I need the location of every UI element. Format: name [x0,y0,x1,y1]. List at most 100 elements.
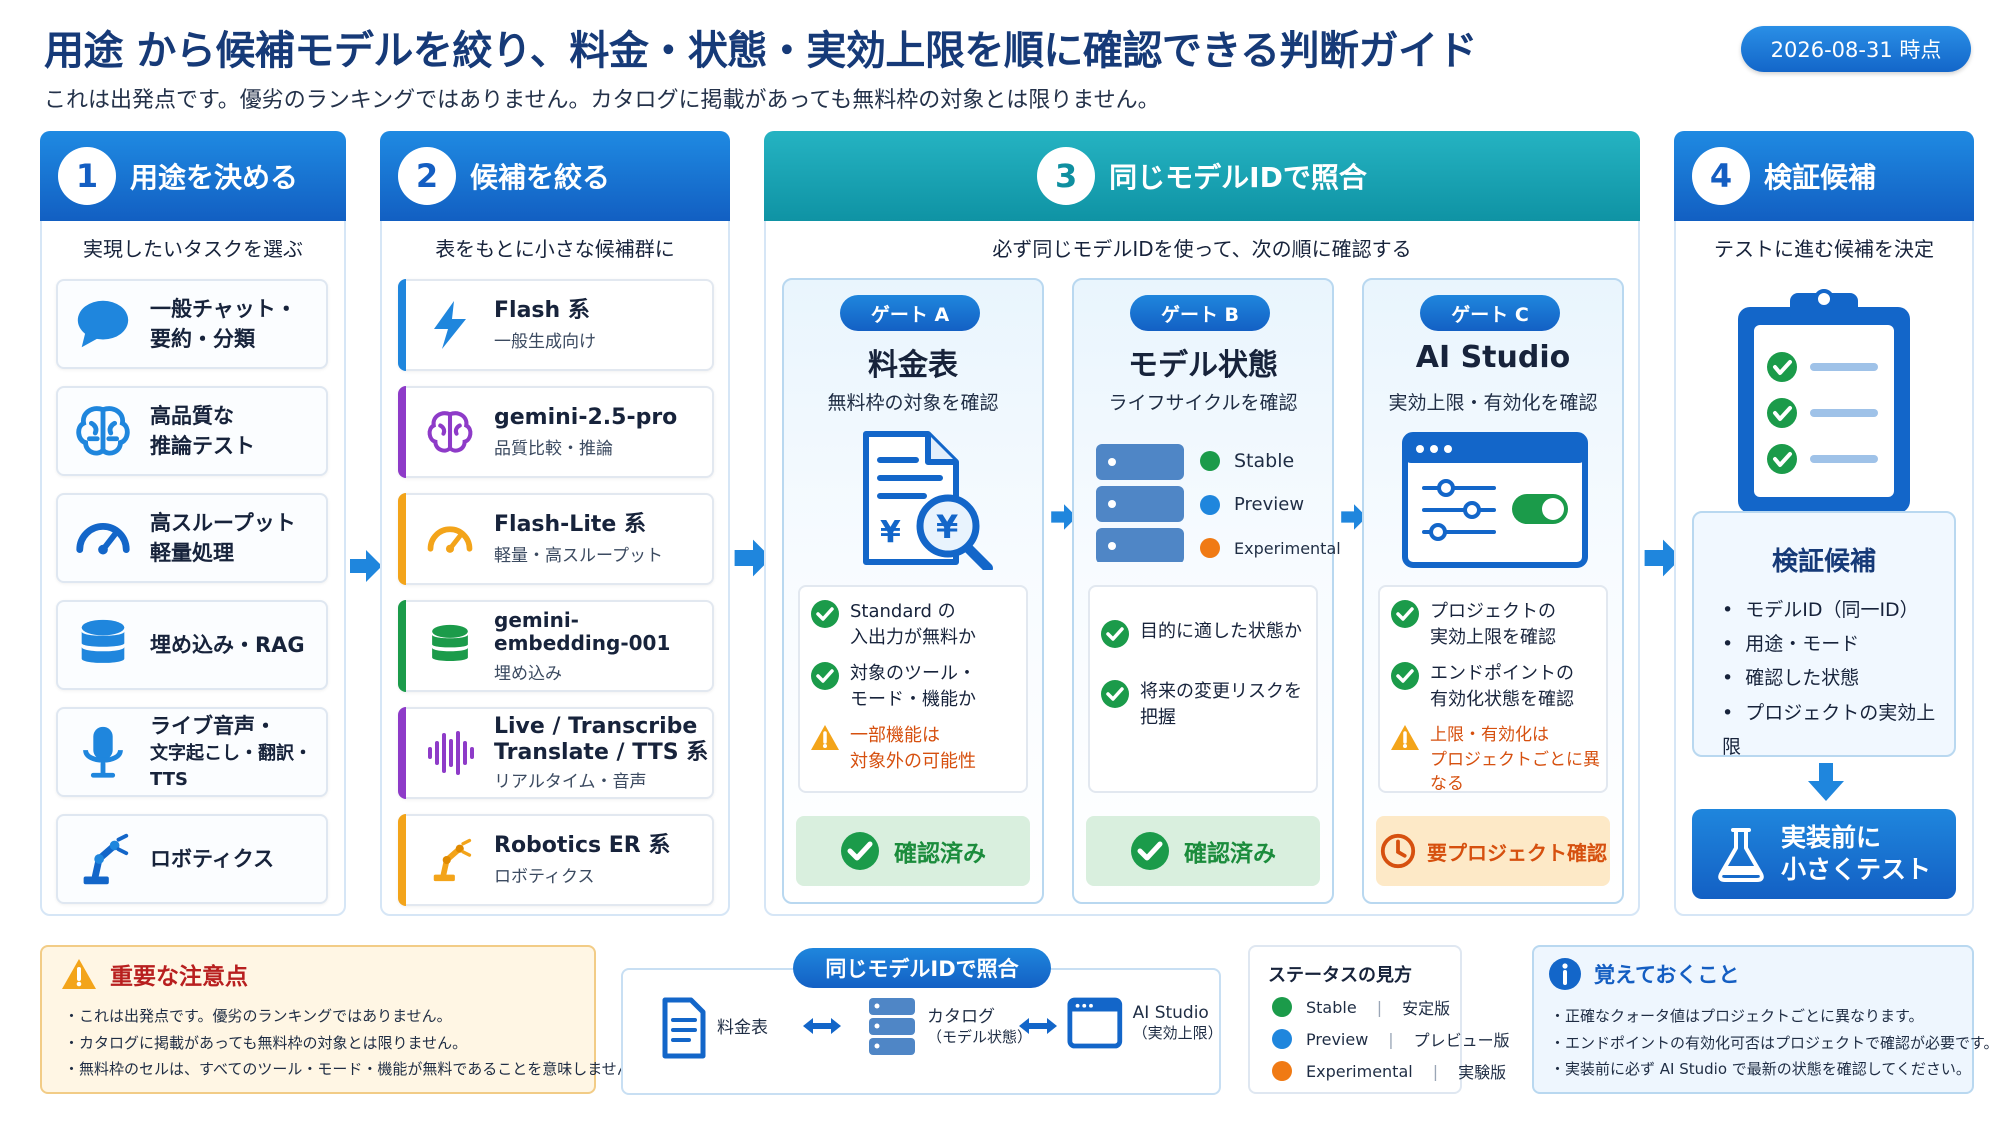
task-label-line2: 軽量処理 [150,541,234,565]
candidate-name-line2: Translate / TTS 系 [494,739,709,765]
gate-a-status-label: 確認済み [894,841,986,867]
verification-item: 確認した状態 [1722,661,1954,695]
verification-item: モデルID（同一ID） [1722,593,1954,627]
remember-list: 正確なクォータ値はプロジェクトごとに異なります。 エンドポイントの有効化可否はプ… [1550,1003,1999,1083]
state-row-stable: Stable [1200,450,1294,472]
candidate-card-flash[interactable]: Flash 系一般生成向け [398,279,714,371]
stable-dot [1200,451,1220,471]
step-3-panel: 3 同じモデルIDで照合 必ず同じモデルIDを使って、次の順に確認する ゲート … [764,131,1640,916]
status-en: Preview [1306,1029,1369,1049]
candidate-name: gemini-2.5-pro [494,404,678,430]
state-row-preview: Preview [1200,494,1304,515]
candidate-card-embedding[interactable]: gemini-embedding-001 埋め込み [398,600,714,692]
match-label: AI Studio [1132,1003,1209,1024]
verification-list: モデルID（同一ID） 用途・モード 確認した状態 プロジェクトの実効上限 [1722,593,1954,764]
status-legend-title: ステータスの見方 [1268,965,1412,986]
check-text: 上限・有効化は プロジェクトごとに異なる [1430,725,1600,795]
match-sublabel: （実効上限） [1132,1024,1223,1043]
check-circle-icon [811,600,839,628]
page-title: 用途 から候補モデルを絞り、料金・状態・実効上限を順に確認できる判断ガイド [44,28,1478,74]
match-item-pricing: 料金表 [661,996,768,1060]
date-badge: 2026-08-31 時点 [1741,26,1971,72]
bidirectional-arrow-icon [803,1018,841,1034]
clipboard-checklist-icon [1738,289,1910,513]
match-item-ai-studio: AI Studio（実効上限） [1067,996,1223,1050]
task-label-line2: 推論テスト [150,434,255,458]
task-card-reasoning[interactable]: 高品質な推論テスト [56,386,328,476]
status-jp: プレビュー版 [1413,1031,1510,1050]
status-jp: 安定版 [1402,999,1451,1018]
candidate-color-bar [398,279,406,371]
check-text: 将来の変更リスクを 把握 [1140,681,1302,729]
task-label-line1: 埋め込み・RAG [150,632,305,657]
state-label: Experimental [1234,538,1341,558]
speedometer-icon [427,526,473,553]
server-stack-icon [869,998,915,1055]
gate-b-status-label: 確認済み [1184,841,1276,867]
task-card-throughput[interactable]: 高スループット軽量処理 [56,493,328,583]
settings-window-icon [1402,432,1588,568]
preview-dot [1200,494,1220,515]
robot-arm-icon [433,838,472,882]
task-label-line1: 一般チャット・ [150,296,297,321]
flow-arrow-icon [1051,504,1077,530]
candidate-card-flash-lite[interactable]: Flash-Lite 系軽量・高スループット [398,493,714,585]
status-legend-panel: ステータスの見方 Stable|安定版 Preview|プレビュー版 Exper… [1248,945,1510,1094]
step-1-title: 用途を決める [130,161,299,194]
notes-title: 重要な注意点 [110,964,248,990]
status-row-experimental: Experimental|実験版 [1272,1059,1506,1083]
model-id-match-panel: 同じモデルIDで照合 料金表 カタログ（モデル状態） AI Studio（実効上… [621,948,1223,1095]
flask-icon [1718,828,1764,882]
check-item: 上限・有効化は プロジェクトごとに異なる [1390,723,1606,797]
gate-b-card[interactable]: ゲート B モデル状態 ライフサイクルを確認 Stable Preview Ex… [1072,278,1341,904]
gate-c-card[interactable]: ゲート C AI Studio 実効上限・有効化を確認 プロジェクトの 実効上限… [1362,278,1624,904]
note-item: これは出発点です。優劣のランキングではありません。 [64,1003,647,1030]
clock-icon [1380,833,1416,869]
test-before-implement-button[interactable]: 実装前に小さくテスト [1692,809,1956,899]
step-3-number: 3 [1037,147,1096,205]
step-4-title: 検証候補 [1764,161,1877,194]
browser-window-icon [1067,997,1123,1049]
important-notes-panel: 重要な注意点 これは出発点です。優劣のランキングではありません。 カタログに掲載… [40,945,647,1094]
check-item: Standard の 入出力が無料か [810,599,976,651]
candidate-name: gemini-embedding-001 [494,607,671,655]
candidate-desc: ロボティクス [494,867,595,888]
step-1-subtitle: 実現したいタスクを選ぶ [83,237,303,261]
flow-arrow-icon [350,550,382,582]
task-card-robotics[interactable]: ロボティクス [56,814,328,904]
task-card-voice[interactable]: ライブ音声・文字起こし・翻訳・TTS [56,707,328,797]
check-circle-icon [811,662,839,690]
sound-wave-icon [428,731,474,775]
gate-c-status-label: 要プロジェクト確認 [1427,840,1607,865]
warning-icon [62,959,96,989]
check-item: 将来の変更リスクを 把握 [1100,679,1302,731]
step-1-header: 1 用途を決める [40,131,346,221]
task-label-line2: 要約・分類 [150,327,255,351]
gate-c-pill: ゲート C [1420,295,1560,331]
check-item: プロジェクトの 実効上限を確認 [1390,599,1556,651]
gate-a-status: 確認済み [796,816,1030,886]
step-4-panel: 4 検証候補 テストに進む候補を決定 検証候補 モデルID（同一ID） 用途・モ… [1674,131,1974,916]
state-label: Preview [1234,494,1305,515]
notes-list: これは出発点です。優劣のランキングではありません。 カタログに掲載があっても無料… [64,1003,647,1083]
candidate-desc: 品質比較・推論 [494,439,613,460]
separator: | [1432,1061,1439,1081]
remember-item: エンドポイントの有効化可否はプロジェクトで確認が必要です。 [1550,1030,1999,1057]
candidate-desc: 埋め込み [494,663,562,684]
separator: | [1388,1029,1394,1049]
match-item-catalog: カタログ（モデル状態） [867,996,1032,1058]
candidate-card-pro[interactable]: gemini-2.5-pro 品質比較・推論 [398,386,714,478]
check-circle-icon [1101,680,1129,708]
task-card-embedding[interactable]: 埋め込み・RAG [56,600,328,690]
task-card-chat[interactable]: 一般チャット・要約・分類 [56,279,328,369]
check-item: 目的に適した状態か [1100,619,1302,649]
check-item: 対象のツール・ モード・機能か [810,661,976,713]
gate-a-card[interactable]: ゲート A 料金表 無料枠の対象を確認 ¥ ¥ Standard の 入出力が無… [782,278,1044,904]
preview-dot [1272,1029,1292,1049]
candidate-card-robotics[interactable]: Robotics ER 系ロボティクス [398,814,714,906]
candidate-color-bar [398,814,406,906]
status-jp: 実験版 [1458,1063,1507,1082]
candidate-name: Live / Transcribe [494,714,698,740]
